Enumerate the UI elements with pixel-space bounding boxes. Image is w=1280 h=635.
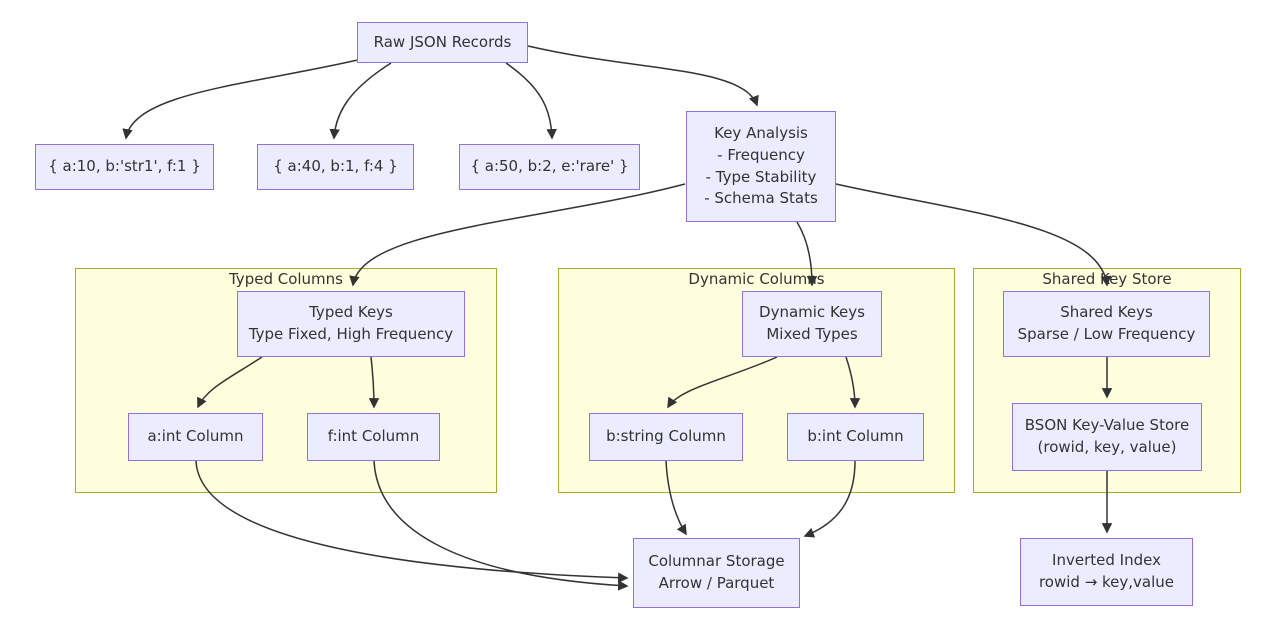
node-dynamic-keys-subtitle: Mixed Types	[766, 325, 858, 343]
node-key-analysis-item-type-stability: - Type Stability	[705, 167, 817, 186]
subgraph-dynamic-columns-title: Dynamic Columns	[688, 270, 825, 288]
node-a-int-column: a:int Column	[128, 413, 263, 461]
node-columnar-storage-subtitle: Arrow / Parquet	[658, 574, 775, 592]
node-key-analysis-title: Key Analysis	[714, 124, 808, 142]
node-record-2-label: { a:40, b:1, f:4 }	[273, 157, 398, 176]
subgraph-shared-key-store-title: Shared Key Store	[1042, 270, 1172, 288]
node-raw-json-records-label: Raw JSON Records	[373, 32, 512, 51]
node-b-int-column: b:int Column	[787, 413, 924, 461]
node-record-1: { a:10, b:'str1', f:1 }	[35, 144, 214, 190]
node-shared-keys-title: Shared Keys	[1060, 303, 1153, 322]
node-key-analysis: Key Analysis - Frequency - Type Stabilit…	[686, 111, 836, 222]
node-f-int-column: f:int Column	[307, 413, 440, 461]
node-inverted-index-title: Inverted Index	[1052, 551, 1161, 570]
edge-typed-keys-to-f-int	[368, 356, 380, 409]
edge-b-string-to-columnar	[665, 460, 687, 536]
edge-key-analysis-to-dynamic-keys	[796, 221, 818, 287]
node-shared-keys-subtitle: Sparse / Low Frequency	[1017, 325, 1196, 343]
node-dynamic-keys: Dynamic Keys Mixed Types	[742, 291, 882, 357]
node-record-2: { a:40, b:1, f:4 }	[257, 144, 414, 190]
node-inverted-index: Inverted Index rowid → key,value	[1020, 538, 1193, 606]
node-columnar-storage-title: Columnar Storage	[648, 552, 785, 571]
edge-dynamic-keys-to-b-int	[845, 356, 861, 409]
edge-raw-to-record3	[505, 62, 557, 140]
edge-key-analysis-to-typed-keys	[349, 183, 686, 287]
node-bson-key-value-store: BSON Key-Value Store (rowid, key, value)	[1012, 403, 1202, 471]
node-b-string-column: b:string Column	[589, 413, 743, 461]
node-columnar-storage: Columnar Storage Arrow / Parquet	[633, 538, 800, 608]
edge-b-int-to-columnar	[803, 460, 856, 538]
node-bson-title: BSON Key-Value Store	[1024, 416, 1190, 435]
edge-raw-to-record1	[122, 58, 363, 140]
node-shared-keys: Shared Keys Sparse / Low Frequency	[1003, 291, 1210, 357]
node-raw-json-records: Raw JSON Records	[357, 22, 528, 63]
edge-f-int-to-columnar	[373, 460, 629, 591]
node-typed-keys: Typed Keys Type Fixed, High Frequency	[237, 291, 465, 357]
node-b-int-column-label: b:int Column	[807, 427, 904, 446]
node-key-analysis-item-frequency: - Frequency	[717, 145, 805, 164]
node-bson-subtitle: (rowid, key, value)	[1037, 438, 1177, 456]
edge-dynamic-keys-to-b-string	[667, 356, 778, 409]
edge-raw-to-key-analysis	[527, 45, 759, 107]
node-typed-keys-subtitle: Type Fixed, High Frequency	[248, 325, 454, 343]
subgraph-typed-columns-title: Typed Columns	[228, 270, 343, 288]
edge-typed-keys-to-a-int	[197, 356, 263, 409]
node-b-string-column-label: b:string Column	[606, 427, 726, 446]
node-f-int-column-label: f:int Column	[327, 427, 420, 446]
node-record-3: { a:50, b:2, e:'rare' }	[459, 144, 640, 190]
node-record-3-label: { a:50, b:2, e:'rare' }	[470, 157, 629, 176]
node-dynamic-keys-title: Dynamic Keys	[759, 303, 865, 322]
edge-a-int-to-columnar	[195, 460, 629, 583]
edge-key-analysis-to-shared-keys	[835, 183, 1112, 287]
node-inverted-index-subtitle: rowid → key,value	[1038, 573, 1175, 591]
node-typed-keys-title: Typed Keys	[309, 303, 393, 322]
node-record-1-label: { a:10, b:'str1', f:1 }	[48, 157, 201, 176]
node-key-analysis-item-schema-stats: - Schema Stats	[704, 189, 818, 208]
edge-raw-to-record2	[329, 62, 392, 140]
node-a-int-column-label: a:int Column	[147, 427, 244, 446]
